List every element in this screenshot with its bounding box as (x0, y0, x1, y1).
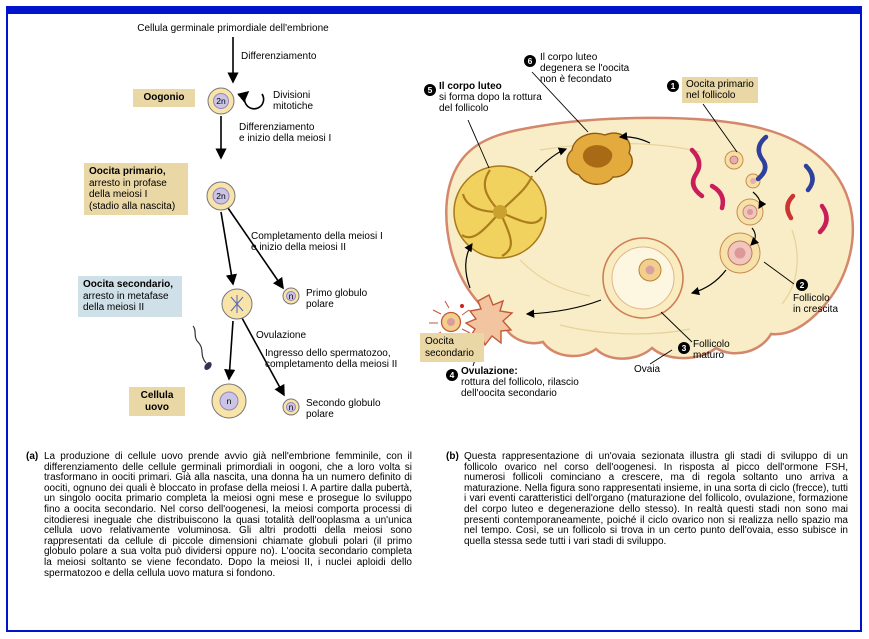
degenerating-corpus-luteum (566, 132, 633, 185)
oocita-secondario-box: Oocita secondario, arresto in metafase d… (78, 276, 182, 317)
label-ovulazione: Ovulazione (256, 330, 307, 341)
callout-4-badge: 4 (446, 369, 458, 381)
egg-nucleus (219, 391, 239, 411)
callout-2-text: Follicolo in crescita (793, 293, 839, 316)
label-completamento-meiosi1: Completamento della meiosi I e inizio de… (251, 231, 383, 254)
callout-1-badge: 1 (667, 80, 679, 92)
callout-2-badge: 2 (796, 279, 808, 291)
oocita-primario-box: Oocita primario, arresto in profase dell… (84, 163, 188, 215)
caption-b-label: (b) (446, 451, 459, 462)
caption-a: (a) La produzione di cellule uovo prende… (26, 451, 412, 579)
oogonio-ploidy: 2n (216, 96, 226, 106)
callout-6-badge: 6 (524, 55, 536, 67)
ovary-illustration (429, 71, 855, 367)
label-primo-globulo: Primo globulo polare (306, 288, 368, 311)
corpus-luteum (453, 165, 547, 259)
primo-globulo-ploidy: n (288, 291, 294, 301)
label-secondo-globulo: Secondo globulo polare (306, 398, 381, 421)
flow-title: Cellula germinale primordiale dell'embri… (137, 23, 329, 34)
callout-3-badge: 3 (678, 342, 690, 354)
mature-follicle (602, 237, 684, 319)
blood-vessels (689, 134, 829, 235)
callout-3-text: Follicolo maturo (693, 339, 730, 362)
label-ingresso-spermatozoo: Ingresso dello spermatozoo, completament… (265, 348, 398, 371)
callout-5-text: Il corpo luteo si forma dopo la rottura … (439, 81, 542, 115)
ovulation-site (429, 294, 514, 347)
callout-4-text: Ovulazione: rottura del follicolo, rilas… (461, 366, 579, 400)
diagram-art (192, 37, 855, 419)
cellula-uovo-box: Cellula uovo (129, 387, 185, 416)
uovo-ploidy: n (226, 396, 232, 406)
sperm-icon (192, 325, 212, 370)
label-divisioni-mitotiche: Divisioni mitotiche (273, 90, 314, 113)
growing-follicles (719, 198, 764, 274)
caption-a-text: La produzione di cellule uovo prende avv… (44, 451, 412, 579)
callout-5-badge: 5 (424, 84, 436, 96)
flowchart-arrows (215, 37, 285, 397)
caption-a-label: (a) (26, 451, 39, 462)
caption-b-text: Questa rappresentazione di un'ovaia sezi… (464, 451, 848, 547)
flowchart-cells (192, 87, 300, 419)
label-ovaia: Ovaia (634, 364, 661, 375)
label-differenziamento-meiosi1: Differenziamento e inizio della meiosi I (239, 122, 332, 145)
label-differenziamento: Differenziamento (241, 51, 317, 62)
ovary-stroma-lines (519, 142, 798, 335)
meiotic-spindle-icon (230, 295, 244, 313)
caption-b: (b) Questa rappresentazione di un'ovaia … (446, 451, 848, 547)
callout-6-text: Il corpo luteo degenera se l'oocita non … (540, 52, 630, 86)
cycle-arrows (464, 132, 767, 318)
oogonio-box: Oogonio (133, 89, 195, 107)
oogonium-nucleus (213, 93, 229, 109)
primario-ploidy: 2n (216, 191, 226, 201)
callout-1-text: Oocita primario nel follicolo (682, 77, 758, 104)
primary-follicle (724, 150, 761, 189)
primary-oocyte-nucleus (212, 187, 230, 205)
secondo-globulo-ploidy: n (288, 402, 294, 412)
ovary-oocita-secondario-box: Oocita secondario (420, 333, 484, 362)
mitosis-cycle-arrow (237, 90, 265, 110)
